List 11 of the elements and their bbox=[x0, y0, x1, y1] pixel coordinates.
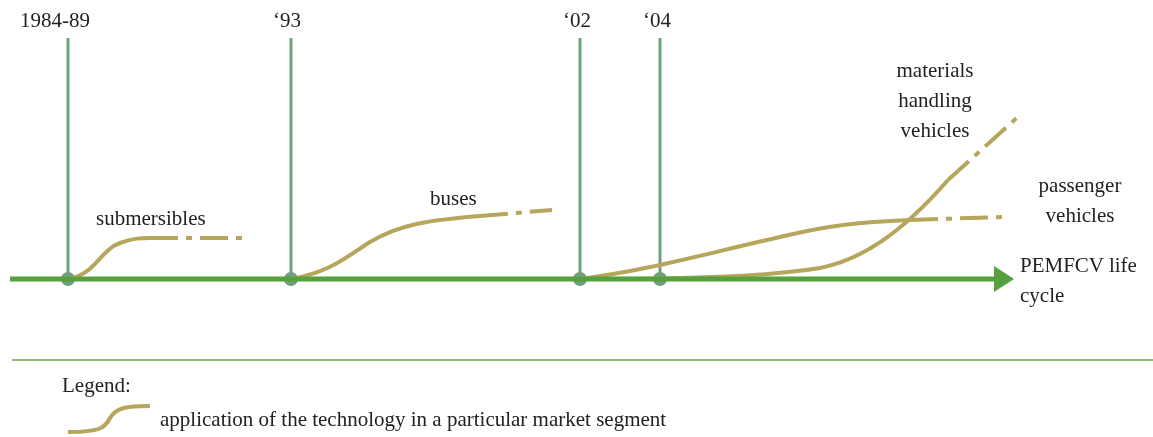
year-label: ‘04 bbox=[643, 7, 671, 34]
legend-text: application of the technology in a particular market segment bbox=[160, 407, 667, 432]
year-label: ‘93 bbox=[273, 7, 301, 34]
segment-label: submersibles bbox=[96, 205, 206, 232]
axis-label: PEMFCV life cycle bbox=[1020, 252, 1138, 309]
legend-heading: Legend: bbox=[62, 372, 131, 399]
year-label: 1984-89 bbox=[20, 7, 90, 34]
year-label: ‘02 bbox=[563, 7, 591, 34]
segment-label: materials handling vehicles bbox=[895, 57, 975, 144]
segment-label: passenger vehicles bbox=[1037, 172, 1123, 229]
segment-label: buses bbox=[430, 185, 477, 212]
